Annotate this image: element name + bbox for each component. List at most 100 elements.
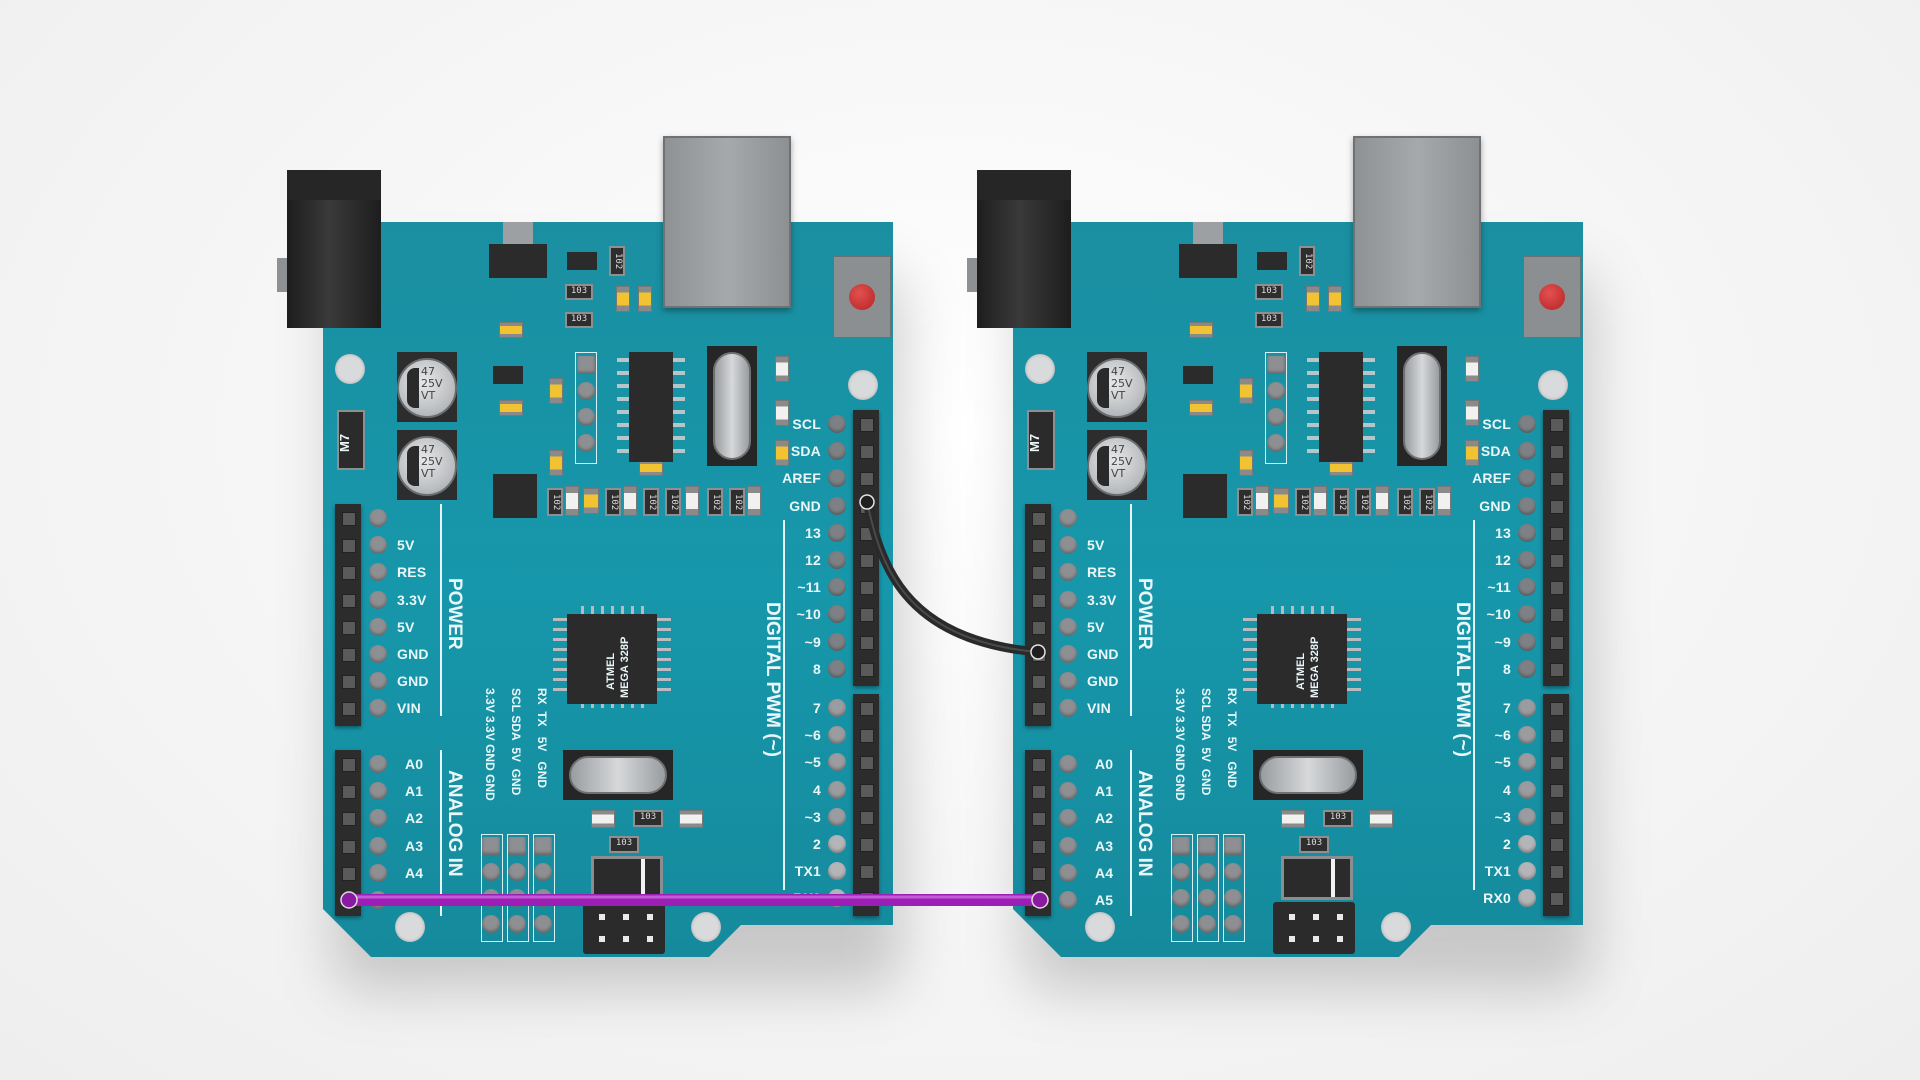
header-socket[interactable] [1032,648,1046,662]
header-socket[interactable] [1032,620,1046,635]
smd-led [549,450,563,476]
header-socket[interactable] [860,608,874,623]
header-socket[interactable] [1032,758,1046,772]
diode-label: M7 [337,433,352,452]
icsp-pin [1289,936,1295,942]
header-socket[interactable] [342,593,356,608]
header-socket[interactable] [1032,812,1046,827]
header-socket[interactable] [860,892,874,907]
header-socket[interactable] [1550,581,1564,596]
header-socket[interactable] [1032,566,1046,581]
header-socket[interactable] [860,838,874,852]
pin-pad [828,726,846,745]
header-socket[interactable] [860,472,874,487]
header-socket[interactable] [1550,526,1564,541]
header-socket[interactable] [1550,892,1564,907]
aux-pad-outline [1171,834,1193,942]
aux-pin-pad [1198,915,1216,933]
header-socket[interactable] [860,810,874,825]
header-socket[interactable] [860,554,874,568]
pin-pad [828,753,846,772]
header-socket[interactable] [342,648,356,662]
header-socket[interactable] [860,445,874,460]
smd-led [775,440,789,466]
analog-pin-label: A0 [405,756,424,772]
header-socket[interactable] [1550,783,1564,798]
header-socket[interactable] [342,894,356,908]
reset-button[interactable] [1523,256,1581,338]
resistor: 102 [707,488,723,516]
pin-pad [1518,632,1536,651]
pin-pad [369,699,387,718]
header-socket[interactable] [1550,554,1564,568]
header-socket[interactable] [1032,785,1046,800]
header-socket[interactable] [1032,593,1046,608]
header-socket[interactable] [1032,866,1046,881]
header-socket[interactable] [1550,418,1564,432]
aux-pad-outline [533,834,555,942]
pin-pad [369,782,387,801]
pin-pad [828,442,846,461]
header-socket[interactable] [342,812,356,827]
header-socket[interactable] [860,581,874,596]
aux-pin-pad [1172,837,1190,855]
header-socket[interactable] [342,512,356,526]
header-socket[interactable] [860,526,874,541]
header-socket[interactable] [860,662,874,677]
header-socket[interactable] [342,675,356,690]
header-socket[interactable] [1550,662,1564,677]
header-socket[interactable] [342,702,356,717]
header-socket[interactable] [860,418,874,432]
header-socket[interactable] [860,756,874,771]
header-socket[interactable] [1550,445,1564,460]
digital-pin-label: ~9 [1494,633,1511,650]
header-socket[interactable] [860,499,874,514]
header-socket[interactable] [1550,756,1564,771]
header-socket[interactable] [342,839,356,854]
analog-pin-label: A4 [405,864,424,881]
power-title: POWER [1134,578,1155,650]
header-socket[interactable] [860,702,874,716]
digital-pin-label: 4 [813,781,821,798]
smd-capacitor [679,810,703,828]
header-socket[interactable] [1550,472,1564,487]
header-socket[interactable] [1550,499,1564,514]
header-socket[interactable] [1550,608,1564,623]
header-socket[interactable] [1032,839,1046,854]
pcb [323,222,893,957]
header-socket[interactable] [1032,675,1046,690]
header-socket[interactable] [1550,810,1564,825]
header-socket[interactable] [1032,539,1046,554]
pin-pad [1059,809,1077,828]
aux-pin-pad [534,915,552,933]
header-socket[interactable] [342,866,356,881]
header-socket[interactable] [342,758,356,772]
header-socket[interactable] [1550,865,1564,880]
header-socket[interactable] [342,785,356,800]
resistor: 102 [605,488,621,516]
analog-pin-label: A2 [1095,810,1114,827]
header-socket[interactable] [860,729,874,744]
header-socket[interactable] [1550,838,1564,852]
header-socket[interactable] [860,783,874,798]
aux-pin-pad [1198,837,1216,855]
resistor: 102 [547,488,563,516]
header-socket[interactable] [860,865,874,880]
header-socket[interactable] [1550,729,1564,744]
header-socket[interactable] [342,539,356,554]
header-socket[interactable] [1032,702,1046,717]
power-pin-label: 3.3V [397,591,427,608]
header-socket[interactable] [1550,635,1564,650]
header-socket[interactable] [1032,512,1046,526]
header-socket[interactable] [1550,702,1564,716]
usb-connector [1353,136,1481,308]
header-socket[interactable] [342,566,356,581]
power-pin-label: GND [397,646,429,662]
smd-capacitor [1281,810,1305,828]
header-socket[interactable] [860,635,874,650]
header-socket[interactable] [1032,894,1046,908]
reset-button[interactable] [833,256,891,338]
header-socket[interactable] [342,620,356,635]
pin-pad [1518,862,1536,881]
usb-interface-chip [629,352,673,462]
